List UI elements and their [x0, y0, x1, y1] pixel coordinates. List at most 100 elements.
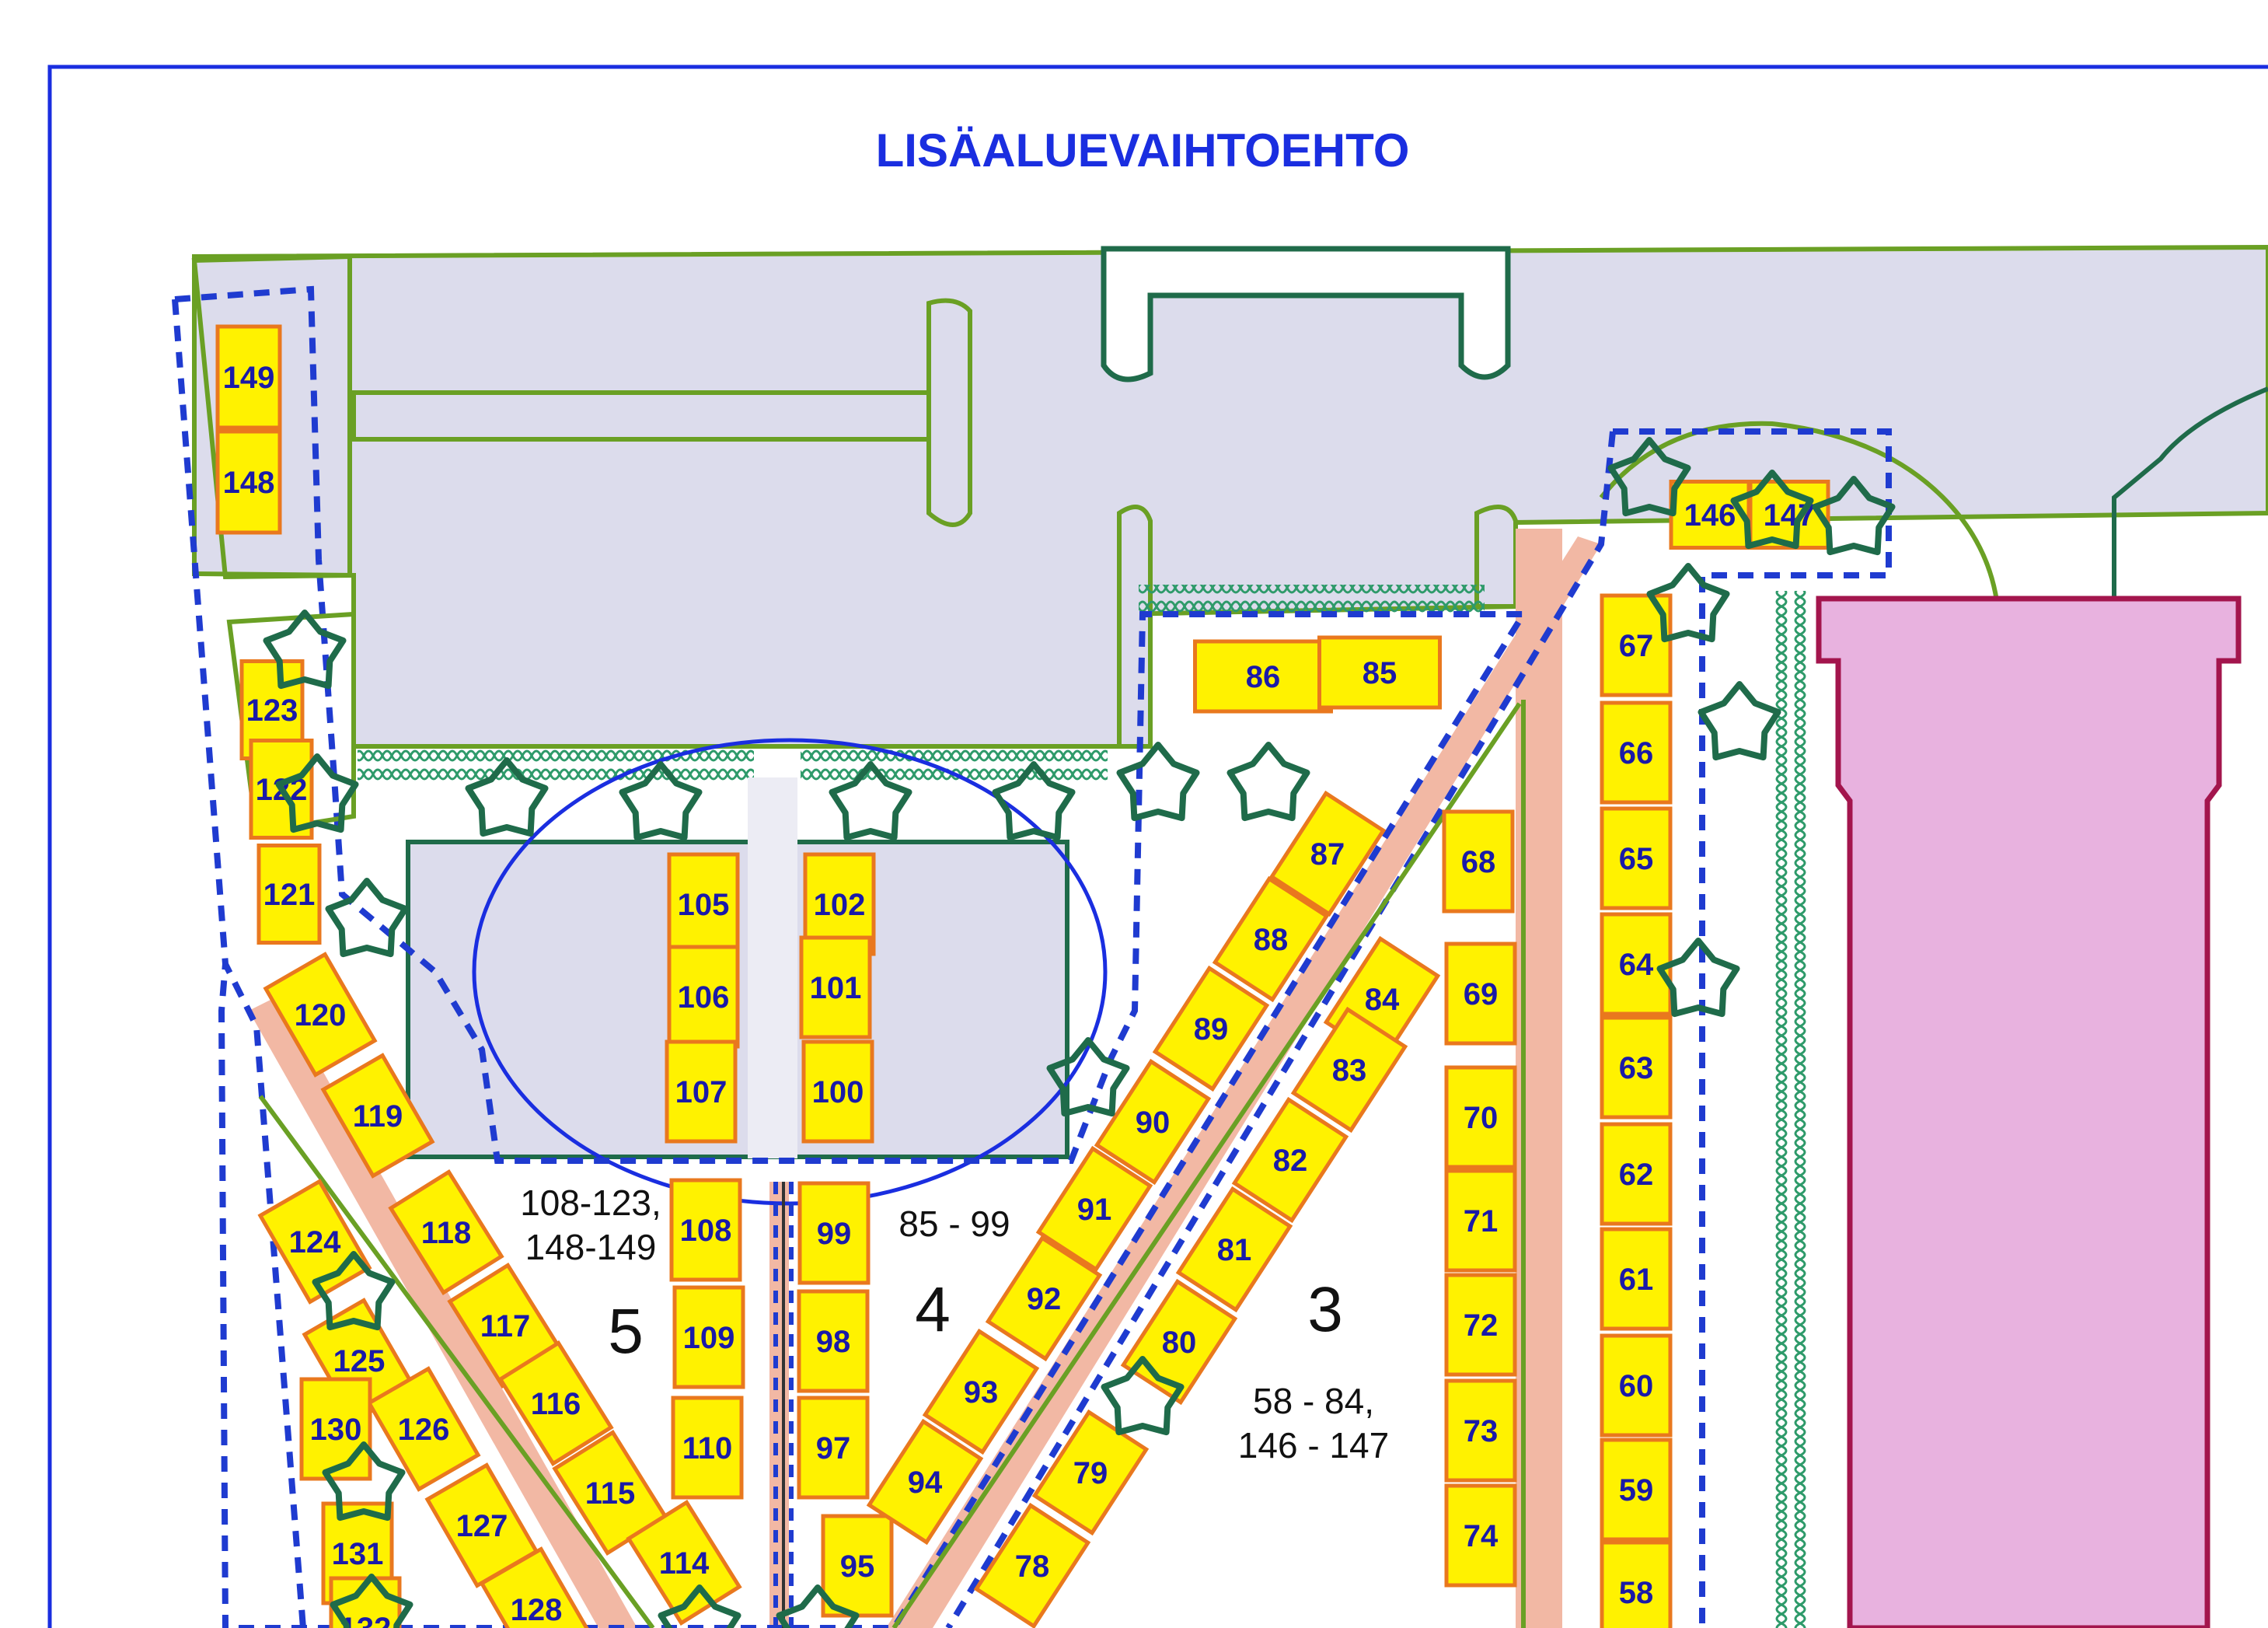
lot-number: 105 — [678, 888, 730, 922]
lot-109: 109 — [672, 1285, 745, 1389]
lot-128: 128 — [479, 1546, 594, 1628]
tree-symbol — [312, 1251, 396, 1331]
lot-plot — [799, 935, 872, 1039]
green-outline — [226, 611, 356, 835]
area-lot-range: 58 - 84, — [1253, 1381, 1374, 1421]
lot-number: 94 — [908, 1466, 943, 1500]
lot-plot — [256, 844, 322, 945]
lot-81: 81 — [1175, 1186, 1293, 1313]
lot-105: 105 — [667, 852, 740, 956]
lot-number: 146 — [1684, 498, 1736, 533]
lot-number: 127 — [456, 1509, 508, 1543]
tree-symbol — [1101, 1356, 1185, 1436]
lot-plot — [667, 945, 740, 1049]
lot-58: 58 — [1600, 1540, 1673, 1628]
lot-number: 100 — [812, 1075, 864, 1109]
tree-symbol — [1607, 437, 1691, 517]
lot-85: 85 — [1317, 635, 1442, 710]
lot-114: 114 — [626, 1499, 742, 1626]
tree-symbol — [1646, 563, 1730, 643]
lot-plot — [973, 1502, 1091, 1628]
courtyard-outline — [1101, 246, 1511, 383]
lot-number: 72 — [1464, 1308, 1499, 1343]
tree-symbol — [1226, 742, 1310, 822]
lot-plot — [1094, 1058, 1212, 1186]
lot-number: 124 — [289, 1225, 341, 1259]
lot-127: 127 — [424, 1462, 539, 1588]
lot-number: 66 — [1619, 736, 1654, 770]
area-number: 4 — [915, 1274, 951, 1345]
lot-number: 130 — [310, 1413, 362, 1447]
area-number: 5 — [608, 1296, 644, 1367]
lot-number: 90 — [1136, 1106, 1171, 1140]
lot-plot — [1444, 1378, 1517, 1483]
lot-78: 78 — [973, 1502, 1091, 1628]
lot-number: 128 — [511, 1593, 563, 1627]
building-wing — [351, 390, 931, 442]
lot-number: 110 — [682, 1431, 733, 1466]
lot-number: 58 — [1619, 1576, 1654, 1610]
tree-symbol — [1698, 681, 1781, 761]
lot-130: 130 — [299, 1377, 372, 1481]
lot-number: 132 — [340, 1612, 392, 1628]
hedge-row — [1139, 585, 1485, 614]
lot-110: 110 — [671, 1396, 744, 1500]
lot-number: 108 — [680, 1214, 732, 1248]
lot-number: 131 — [332, 1537, 384, 1571]
lot-plot — [797, 1181, 871, 1285]
pink-building — [1816, 596, 2242, 1628]
lot-number: 116 — [531, 1387, 581, 1421]
tree-symbol — [263, 610, 347, 690]
tree-symbol — [1656, 938, 1740, 1018]
tree-symbol — [776, 1584, 860, 1628]
lot-plot — [299, 1377, 372, 1481]
lot-number: 82 — [1273, 1144, 1308, 1178]
tree-symbol — [829, 761, 912, 841]
lot-number: 93 — [964, 1375, 999, 1410]
lot-106: 106 — [667, 945, 740, 1049]
tree-symbol — [1046, 1037, 1130, 1117]
lot-82: 82 — [1231, 1096, 1349, 1224]
tree-symbol — [1730, 470, 1814, 550]
lot-71: 71 — [1444, 1169, 1517, 1273]
lot-number: 62 — [1619, 1158, 1654, 1192]
lot-plot — [797, 1289, 870, 1393]
lot-number: 74 — [1464, 1519, 1499, 1553]
lot-number: 148 — [223, 466, 275, 500]
lot-plot — [1212, 875, 1330, 1003]
lot-number: 118 — [421, 1216, 472, 1250]
lot-plot — [320, 1053, 435, 1179]
courtyard-gap — [748, 777, 797, 1158]
lot-number: 60 — [1619, 1369, 1654, 1403]
lot-number: 95 — [840, 1549, 875, 1584]
lot-plot — [1175, 1186, 1293, 1313]
lot-70: 70 — [1444, 1065, 1517, 1169]
lot-91: 91 — [1035, 1145, 1153, 1273]
lot-plot — [1152, 965, 1270, 1092]
map-title: LISÄALUEVAIHTOEHTO — [876, 124, 1410, 176]
green-outline — [191, 253, 352, 580]
lot-plot — [866, 1418, 984, 1546]
lot-plot — [1600, 593, 1673, 697]
lot-149: 149 — [215, 324, 282, 430]
lot-plot — [801, 1039, 874, 1144]
lot-number: 64 — [1619, 948, 1654, 982]
lot-number: 102 — [814, 888, 866, 922]
lot-number: 67 — [1619, 629, 1654, 663]
lot-plot — [1600, 1015, 1673, 1120]
lot-plot — [215, 429, 282, 535]
lot-number: 106 — [678, 980, 730, 1015]
trees-layer — [263, 437, 1896, 1628]
lot-plot — [671, 1396, 744, 1500]
lot-plot — [1290, 1006, 1408, 1134]
lot-plot — [1444, 1483, 1517, 1588]
hedge-vertical — [1774, 591, 1806, 1628]
lot-120: 120 — [263, 952, 378, 1078]
lot-plot — [1035, 1145, 1153, 1273]
lot-number: 149 — [223, 361, 275, 395]
tree-symbol — [322, 1441, 406, 1521]
lot-number: 84 — [1365, 983, 1400, 1017]
area-boundary-left — [172, 299, 306, 1628]
tree-symbol — [619, 761, 703, 841]
